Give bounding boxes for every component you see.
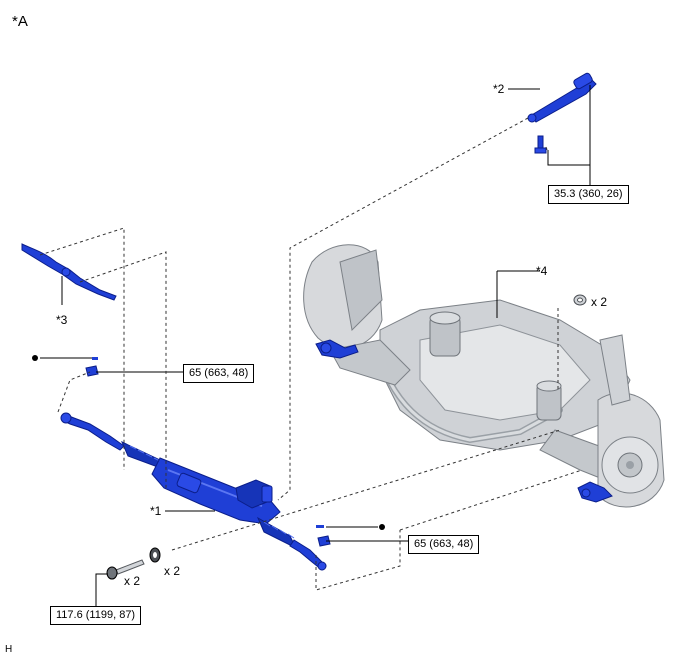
leader-lines [40,85,591,606]
nut-right [316,524,385,547]
nut-left [32,355,99,377]
callout-4: *4 [536,264,548,278]
callout-3: *3 [56,313,68,327]
tie-rod-end-part-2 [527,72,597,154]
assembly-dashed-lines [39,117,583,591]
steering-gear-assembly-part-1 [60,412,327,571]
torque-box-tie-rod-end: 35.3 (360, 26) [548,185,629,204]
part-3-link [21,243,117,301]
callout-2: *2 [493,82,505,96]
torque-box-right-nut: 65 (663, 48) [408,535,480,554]
quantity-nut: x 2 [591,295,608,309]
mount-nut-top [573,294,587,306]
front-suspension-crossmember [303,244,665,508]
torque-box-left-nut: 65 (663, 48) [183,364,255,383]
mount-bolt [106,559,145,580]
view-label: *A [12,13,28,30]
quantity-bolt: x 2 [124,574,141,588]
callout-1: *1 [150,504,162,518]
corner-code: H [5,644,13,655]
quantity-washer: x 2 [164,564,181,578]
torque-box-mount-bolt: 117.6 (1199, 87) [50,606,142,625]
washer [149,547,161,563]
installed-tie-rod-ends [315,339,613,503]
